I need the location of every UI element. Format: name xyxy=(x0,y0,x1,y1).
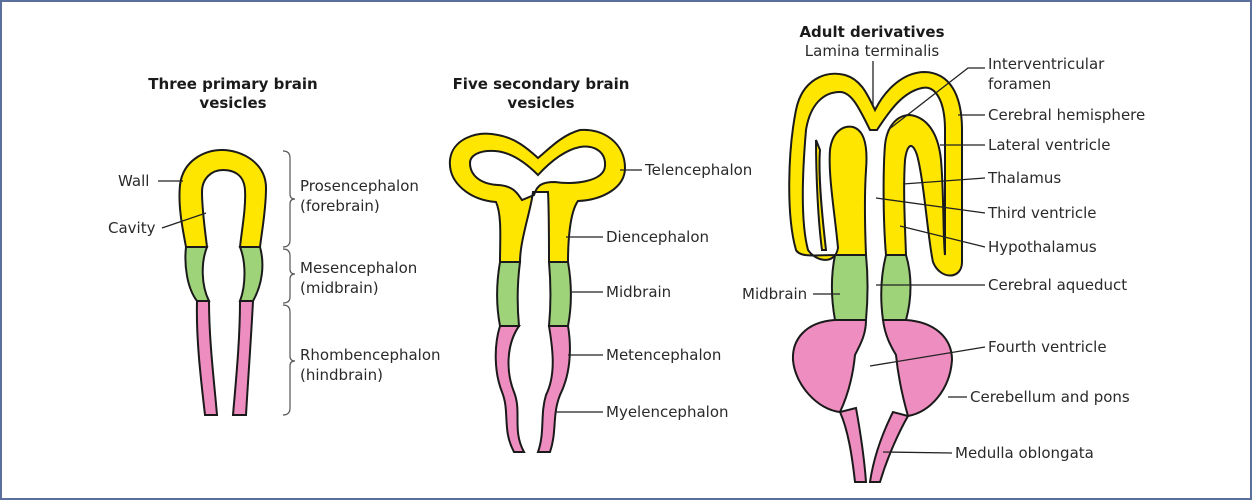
myelencephalon-shape xyxy=(538,326,570,452)
mesencephalon-bracket xyxy=(283,249,295,303)
rhombencephalon-bracket xyxy=(283,305,295,415)
cerebral-hemisphere-label: Cerebral hemisphere xyxy=(988,106,1145,124)
adult-midbrain-shape-right xyxy=(881,255,910,320)
third-ventricle-label: Third ventricle xyxy=(987,204,1097,222)
cavity-label: Cavity xyxy=(108,219,156,237)
lateral-ventricle-label: Lateral ventricle xyxy=(988,136,1110,154)
interventricular-label-line1: Interventricular xyxy=(988,55,1105,73)
cerebral-hemisphere-shape xyxy=(789,72,962,276)
midbrain-label: Midbrain xyxy=(606,283,671,301)
adult-midbrain-label: Midbrain xyxy=(742,285,807,303)
rhombencephalon-shape xyxy=(197,301,217,415)
thalamus-label: Thalamus xyxy=(987,169,1061,187)
cerebellum-pons-shape-right xyxy=(883,320,952,416)
secondary-midbrain-shape xyxy=(497,262,520,326)
medulla-shape-right xyxy=(870,412,908,482)
secondary-midbrain-shape-right xyxy=(549,262,571,326)
secondary-vesicles-panel: Five secondary brain vesicles Telencepha… xyxy=(450,75,752,452)
primary-vesicles-panel: Three primary brain vesicles Wall Cavity… xyxy=(108,75,441,415)
diencephalon-label: Diencephalon xyxy=(606,228,709,246)
mesencephalon-label: Mesencephalon xyxy=(300,259,417,277)
metencephalon-shape xyxy=(496,326,524,452)
wall-label: Wall xyxy=(118,172,149,190)
cerebellum-pons-label: Cerebellum and pons xyxy=(970,388,1130,406)
cerebral-aqueduct-label: Cerebral aqueduct xyxy=(988,276,1127,294)
primary-title-line2: vesicles xyxy=(199,94,266,112)
midbrain-paren-label: (midbrain) xyxy=(300,279,379,297)
medulla-shape xyxy=(840,408,866,482)
lamina-terminalis-label: Lamina terminalis xyxy=(805,42,940,60)
prosencephalon-shape xyxy=(179,150,266,247)
telencephalon-shape xyxy=(450,130,625,262)
secondary-title-line1: Five secondary brain xyxy=(453,75,630,93)
rhombencephalon-shape-right xyxy=(233,301,253,415)
medulla-leader xyxy=(883,452,952,453)
prosencephalon-label: Prosencephalon xyxy=(300,177,419,195)
mesencephalon-shape-right xyxy=(240,247,262,301)
metencephalon-label: Metencephalon xyxy=(606,346,721,364)
cerebellum-pons-shape xyxy=(793,320,866,412)
forebrain-label: (forebrain) xyxy=(300,197,380,215)
prosencephalon-bracket xyxy=(283,151,295,247)
secondary-title-line2: vesicles xyxy=(507,94,574,112)
adult-derivatives-panel: Adult derivatives Lamina terminalis Inte… xyxy=(742,23,1145,482)
hypothalamus-label: Hypothalamus xyxy=(988,238,1097,256)
interventricular-label-line2: foramen xyxy=(988,75,1051,93)
telencephalon-label: Telencephalon xyxy=(644,161,752,179)
mesencephalon-shape xyxy=(185,247,209,301)
primary-title-line1: Three primary brain xyxy=(148,75,317,93)
medulla-label: Medulla oblongata xyxy=(955,444,1094,462)
hindbrain-label: (hindbrain) xyxy=(300,366,383,384)
adult-title: Adult derivatives xyxy=(799,23,944,41)
adult-midbrain-shape xyxy=(832,255,868,320)
myelencephalon-label: Myelencephalon xyxy=(606,403,729,421)
rhombencephalon-label: Rhombencephalon xyxy=(300,346,441,364)
fourth-ventricle-label: Fourth ventricle xyxy=(988,338,1107,356)
